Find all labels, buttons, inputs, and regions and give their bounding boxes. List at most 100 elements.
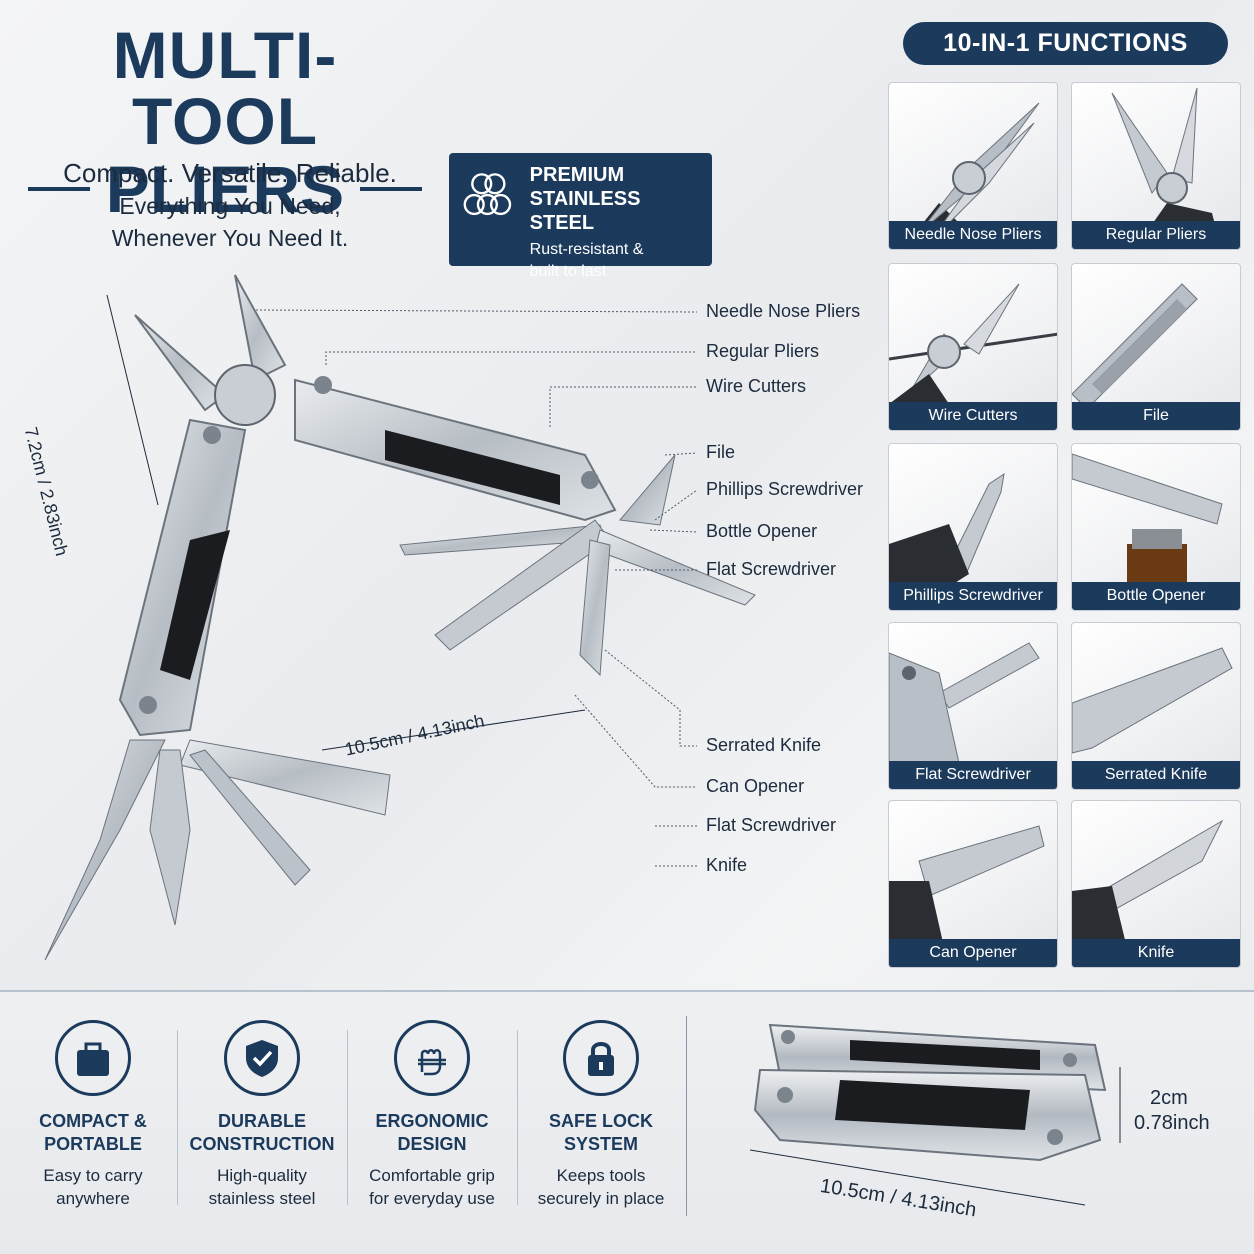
card-needle-nose-pliers: Needle Nose Pliers <box>888 82 1058 250</box>
flat-screwdriver-blade <box>149 749 191 926</box>
premium-sub-2: built to last <box>529 263 607 280</box>
title-line-2: PLIERS <box>105 152 345 226</box>
steel-pipes-icon <box>463 173 512 216</box>
card-label: Needle Nose Pliers <box>889 221 1057 249</box>
section-divider <box>0 990 1254 992</box>
premium-title-1: PREMIUM <box>529 164 625 186</box>
screw-icon <box>203 426 221 444</box>
feature-desc-1: High-quality <box>217 1166 307 1185</box>
title-right-rule <box>360 187 423 191</box>
feature-title-2: CONSTRUCTION <box>189 1134 335 1154</box>
card-knife: Knife <box>1071 800 1241 968</box>
callout-file: File <box>706 442 736 462</box>
card-label: Flat Screwdriver <box>889 761 1057 789</box>
shield-check-icon <box>224 1020 300 1096</box>
card-label: Knife <box>1072 939 1240 967</box>
card-serrated-knife: Serrated Knife <box>1071 622 1241 790</box>
premium-sub-1: Rust-resistant & <box>529 241 644 258</box>
phillips-blade <box>189 749 311 886</box>
callout-flat-screwdriver-2: Flat Screwdriver <box>706 815 837 835</box>
regular-pliers-jaw <box>134 314 227 412</box>
callout-knife: Knife <box>706 855 748 875</box>
multi-tool-illustration <box>44 274 756 961</box>
premium-text: PREMIUM STAINLESS STEEL Rust-resistant &… <box>529 163 700 280</box>
folded-thickness-in: 0.78inch <box>1134 1112 1210 1134</box>
callout-needle-nose-pliers: Needle Nose Pliers <box>706 301 861 321</box>
card-flat-screwdriver: Flat Screwdriver <box>888 622 1058 790</box>
feature-desc-2: stainless steel <box>208 1189 316 1208</box>
feature-ergonomic: ERGONOMIC DESIGN Comfortable grip for ev… <box>347 1020 517 1210</box>
callout-flat-screwdriver: Flat Screwdriver <box>706 559 837 579</box>
callout-regular-pliers: Regular Pliers <box>706 341 820 361</box>
padlock-icon <box>563 1020 639 1096</box>
card-regular-pliers: Regular Pliers <box>1071 82 1241 250</box>
callout-serrated-knife: Serrated Knife <box>706 735 822 755</box>
height-dimension-line <box>106 294 159 506</box>
screw-icon <box>314 376 332 394</box>
feature-title-1: COMPACT & <box>39 1111 147 1131</box>
premium-title-2: STAINLESS STEEL <box>529 188 641 234</box>
feature-durable: DURABLE CONSTRUCTION High-quality stainl… <box>177 1020 347 1210</box>
title-left-rule <box>27 187 90 191</box>
feature-desc-1: Comfortable grip <box>369 1166 495 1185</box>
card-label: File <box>1072 402 1240 430</box>
pivot-icon <box>214 364 276 426</box>
feature-desc-2: securely in place <box>537 1189 665 1208</box>
folded-separator <box>686 1016 687 1216</box>
card-phillips-screwdriver: Phillips Screwdriver <box>888 443 1058 611</box>
feature-title-2: SYSTEM <box>563 1134 638 1154</box>
card-label: Wire Cutters <box>889 402 1057 430</box>
page-title: MULTI-TOOL PLIERS <box>20 22 430 224</box>
folded-thickness-cm: 2cm <box>1150 1087 1188 1109</box>
feature-separator <box>177 1030 178 1205</box>
can-opener-tool <box>579 539 611 677</box>
feature-safe-lock: SAFE LOCK SYSTEM Keeps tools securely in… <box>516 1020 686 1210</box>
card-can-opener: Can Opener <box>888 800 1058 968</box>
functions-header: 10-IN-1 FUNCTIONS <box>903 22 1228 65</box>
card-file: File <box>1071 263 1241 431</box>
screw-icon <box>139 696 157 714</box>
callout-phillips-screwdriver: Phillips Screwdriver <box>706 479 864 499</box>
feature-separator <box>347 1030 348 1205</box>
feature-separator <box>517 1030 518 1205</box>
feature-title-1: DURABLE <box>218 1111 306 1131</box>
serrated-knife-blade <box>179 739 391 816</box>
screw-icon <box>581 471 599 489</box>
folded-tool-illustration <box>749 1023 1121 1206</box>
card-label: Regular Pliers <box>1072 221 1240 249</box>
flat-screwdriver-icon <box>889 642 1040 789</box>
serrated-knife-icon <box>1072 647 1233 754</box>
card-wire-cutters: Wire Cutters <box>888 263 1058 431</box>
length-dimension-line <box>321 709 586 751</box>
callout-wire-cutters: Wire Cutters <box>706 376 807 396</box>
card-label: Phillips Screwdriver <box>889 582 1057 610</box>
premium-steel-badge: PREMIUM STAINLESS STEEL Rust-resistant &… <box>449 153 712 280</box>
feature-compact: COMPACT & PORTABLE Easy to carry anywher… <box>8 1020 178 1210</box>
feature-title-1: SAFE LOCK <box>548 1111 653 1131</box>
bag-icon <box>55 1020 131 1096</box>
file-tool <box>619 454 676 526</box>
tagline-line-1: Compact. Versatile. Reliable. <box>63 158 397 188</box>
upper-grip <box>385 430 560 505</box>
feature-title-1: ERGONOMIC <box>375 1111 489 1131</box>
card-label: Can Opener <box>889 939 1057 967</box>
title-line-2-row: PLIERS <box>20 154 430 224</box>
lower-grip <box>160 530 230 680</box>
callout-bottle-opener: Bottle Opener <box>706 521 818 541</box>
card-label: Serrated Knife <box>1072 761 1240 789</box>
title-line-1: MULTI-TOOL <box>112 18 338 158</box>
callout-leaders <box>255 309 698 867</box>
feature-title-2: DESIGN <box>397 1134 467 1154</box>
needle-nose-jaw <box>234 274 287 382</box>
tagline: Compact. Versatile. Reliable. Everything… <box>30 156 430 254</box>
callout-can-opener: Can Opener <box>706 776 805 796</box>
feature-desc-2: anywhere <box>56 1189 130 1208</box>
tagline-line-2: Everything You Need, <box>119 193 341 219</box>
feature-desc-1: Easy to carry <box>43 1166 143 1185</box>
hand-grip-icon <box>394 1020 470 1096</box>
tagline-line-3: Whenever You Need It. <box>111 225 349 251</box>
card-bottle-opener: Bottle Opener <box>1071 443 1241 611</box>
card-label: Bottle Opener <box>1072 582 1240 610</box>
feature-desc-2: for everyday use <box>369 1189 495 1208</box>
feature-title-2: PORTABLE <box>44 1134 142 1154</box>
